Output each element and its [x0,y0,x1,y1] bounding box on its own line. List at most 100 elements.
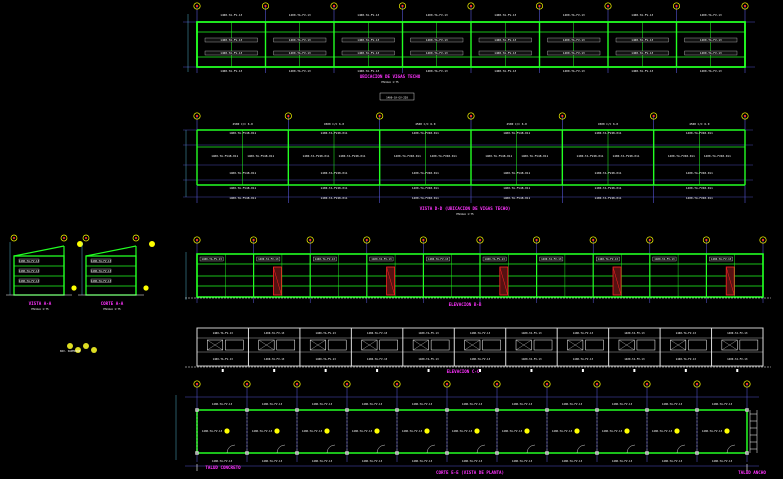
vista-d-tag: 1400-TA-FV48-011 [339,154,366,158]
top-tag-box [410,37,464,43]
elevation-b-tag-box [369,256,394,262]
elevation-b-grid-bubble-dot [365,238,368,242]
elevation-b-tag: 1400-TA-FV-13 [371,257,392,261]
top-top-tag: 1400-TA-FV-13 [494,13,516,17]
floor-plan-top-tag: 1400-TA-FV-13 [262,402,283,406]
floor-plan-bottom-tag: 1400-TA-FV-13 [662,459,683,463]
side-tag-text: 1400-TA-FV-13 [19,279,40,283]
top-tag-text: 1400-TA-FV-13 [494,51,516,55]
legend-symbol [67,343,73,349]
vista-d-tag: 1400-TA-FV48-011 [521,154,548,158]
floor-plan-marker [224,428,230,434]
side-view-left-title: VISTA A-A [29,301,52,306]
floor-plan-marker [524,428,530,434]
vista-d-spacing-label: 4500 C/C 6.0 [689,122,710,126]
elevation-b-grid-bubble [250,236,258,244]
top-tag-text: 1400-TA-FV-13 [700,51,722,55]
side-roof-line [85,245,137,257]
floor-plan-tag: 1400-TA-FV-13 [652,429,673,433]
top-tag-box [273,37,327,43]
vista-d-tag: 1400-TA-FV48-011 [503,131,530,135]
elevation-c-window [670,339,687,351]
floor-plan-grid-bubble [443,380,451,388]
floor-plan-bottom-tag: 1400-TA-FV-13 [262,459,283,463]
top-grid-bubble [741,2,749,10]
elevation-c-window [721,339,738,351]
elevation-b-door-swing [499,266,509,296]
elevation-b-grid-bubble [702,236,710,244]
elevation-c-window-x [413,339,429,351]
top-tag-box [204,50,258,56]
elevation-b-tag: 1400-TA-FV-13 [484,257,505,261]
floor-plan-tag: 1400-TA-FV-13 [252,429,273,433]
elevation-c-panel [688,339,707,351]
top-grid-bubble-dot [195,4,199,8]
vista-d-tag: 1400-TA-FV48-011 [686,196,713,200]
elevation-c-panel [533,339,553,351]
elevation-b-grid-bubble-dot [535,238,538,242]
floor-plan-tag: 1400-TA-FV-13 [552,429,573,433]
top-plan-beam-tags: 1400-TA-FV-13 1400-TA-FV-13 1400-TA-FV-13 1… [204,13,738,73]
top-grid-bubble-dot [469,4,473,8]
elevation-b-tag: 1400-TA-FV-13 [654,257,675,261]
side-views: 1400-TA-FV-131400-TA-FV-131400-TA-FV-131… [6,234,155,353]
floor-plan-top-tag: 1400-TA-FV-13 [412,402,433,406]
top-tag-text: 1400-TA-FV-13 [289,51,311,55]
elevation-b-grid-bubble [646,236,654,244]
floor-plan-tag: 1400-TA-FV-13 [452,429,473,433]
floor-plan-marker [674,428,680,434]
vista-d-grid-bubble [467,112,475,120]
vista-d-tag: 1400-TA-FV48-011 [503,186,530,190]
elevation-c-post [479,369,481,372]
floor-plan-door-swing [226,444,236,454]
vista-d-tag: 1400-TA-FV48-011 [412,131,439,135]
elevation-b-grid-bubble [419,236,427,244]
top-bottom-tag: 1400-TA-FV-13 [631,69,653,73]
elevation-c-tag: 1400-TA-FV-13 [367,357,388,361]
vista-d-tag: 1400-TA-FV48-011 [595,196,622,200]
top-plan-scale: ESCALA 1:75 [381,80,399,84]
floor-plan-marker [574,428,580,434]
vista-d-tag: 1400-TA-FV48-011 [430,154,457,158]
top-tag-text: 1400-TA-FV-13 [426,51,448,55]
floor-plan-grid-bubble-dot [245,382,249,386]
top-grid-bubble [672,2,681,10]
top-tag-box [410,50,464,56]
elevation-b-door-swing [612,266,622,296]
vista-d-grid-bubble-dot [195,114,199,118]
side-tag-box [90,268,112,273]
floor-plan-bottom-tag: 1400-TA-FV-13 [612,459,633,463]
elevation-c-window [567,339,584,351]
elevation-b-grid-bubble [476,236,484,244]
floor-plan-marker [474,428,480,434]
side-view-structure: 1400-TA-FV-131400-TA-FV-131400-TA-FV-131… [6,234,155,353]
top-bottom-tag: 1400-TA-FV-13 [357,69,379,73]
top-bottom-tag: 1400-TA-FV-13 [220,69,242,73]
vista-d-tag: 1400-TA-FV48-011 [686,186,713,190]
floor-plan-top-tag: 1400-TA-FV-13 [562,402,583,406]
top-grid-bubble-dot [675,4,678,8]
elevation-b-door-swing [273,266,282,296]
floor-plan-grid-bubble-dot [695,382,699,386]
top-plan-view: 1400-TA-FV-13 1400-TA-FV-13 1400-TA-FV-13 1… [183,2,755,101]
vista-d-tag: 1400-TA-FV48-011 [503,171,530,175]
top-grid-bubble [330,2,338,10]
floor-plan-grid-bubble [393,380,401,388]
floor-plan-grid-bubble [193,380,201,388]
elevation-c-window [207,339,223,351]
floor-plan-grid-bubble [643,380,651,388]
legend-symbol [75,347,81,353]
floor-plan-grid-bubble-dot [195,382,199,386]
top-top-tag: 1400-TA-FV-13 [289,13,311,17]
floor-plan-top-tag: 1400-TA-FV-13 [362,402,383,406]
floor-plan-top-tag: 1400-TA-FV-13 [512,402,533,406]
elevation-c-tag: 1400-TA-FV-13 [470,357,491,361]
floor-plan-marker [424,428,430,434]
elevation-c-tag: 1400-TA-FV-13 [727,357,748,361]
elevation-c-tag: 1400-TA-FV-13 [470,331,491,335]
elevation-c-window [464,339,481,351]
vista-d-grid-bubble [558,112,566,120]
elevation-b-grid-bubble [363,236,371,244]
vista-d-tag: 1400-TA-FV48-011 [211,154,238,158]
